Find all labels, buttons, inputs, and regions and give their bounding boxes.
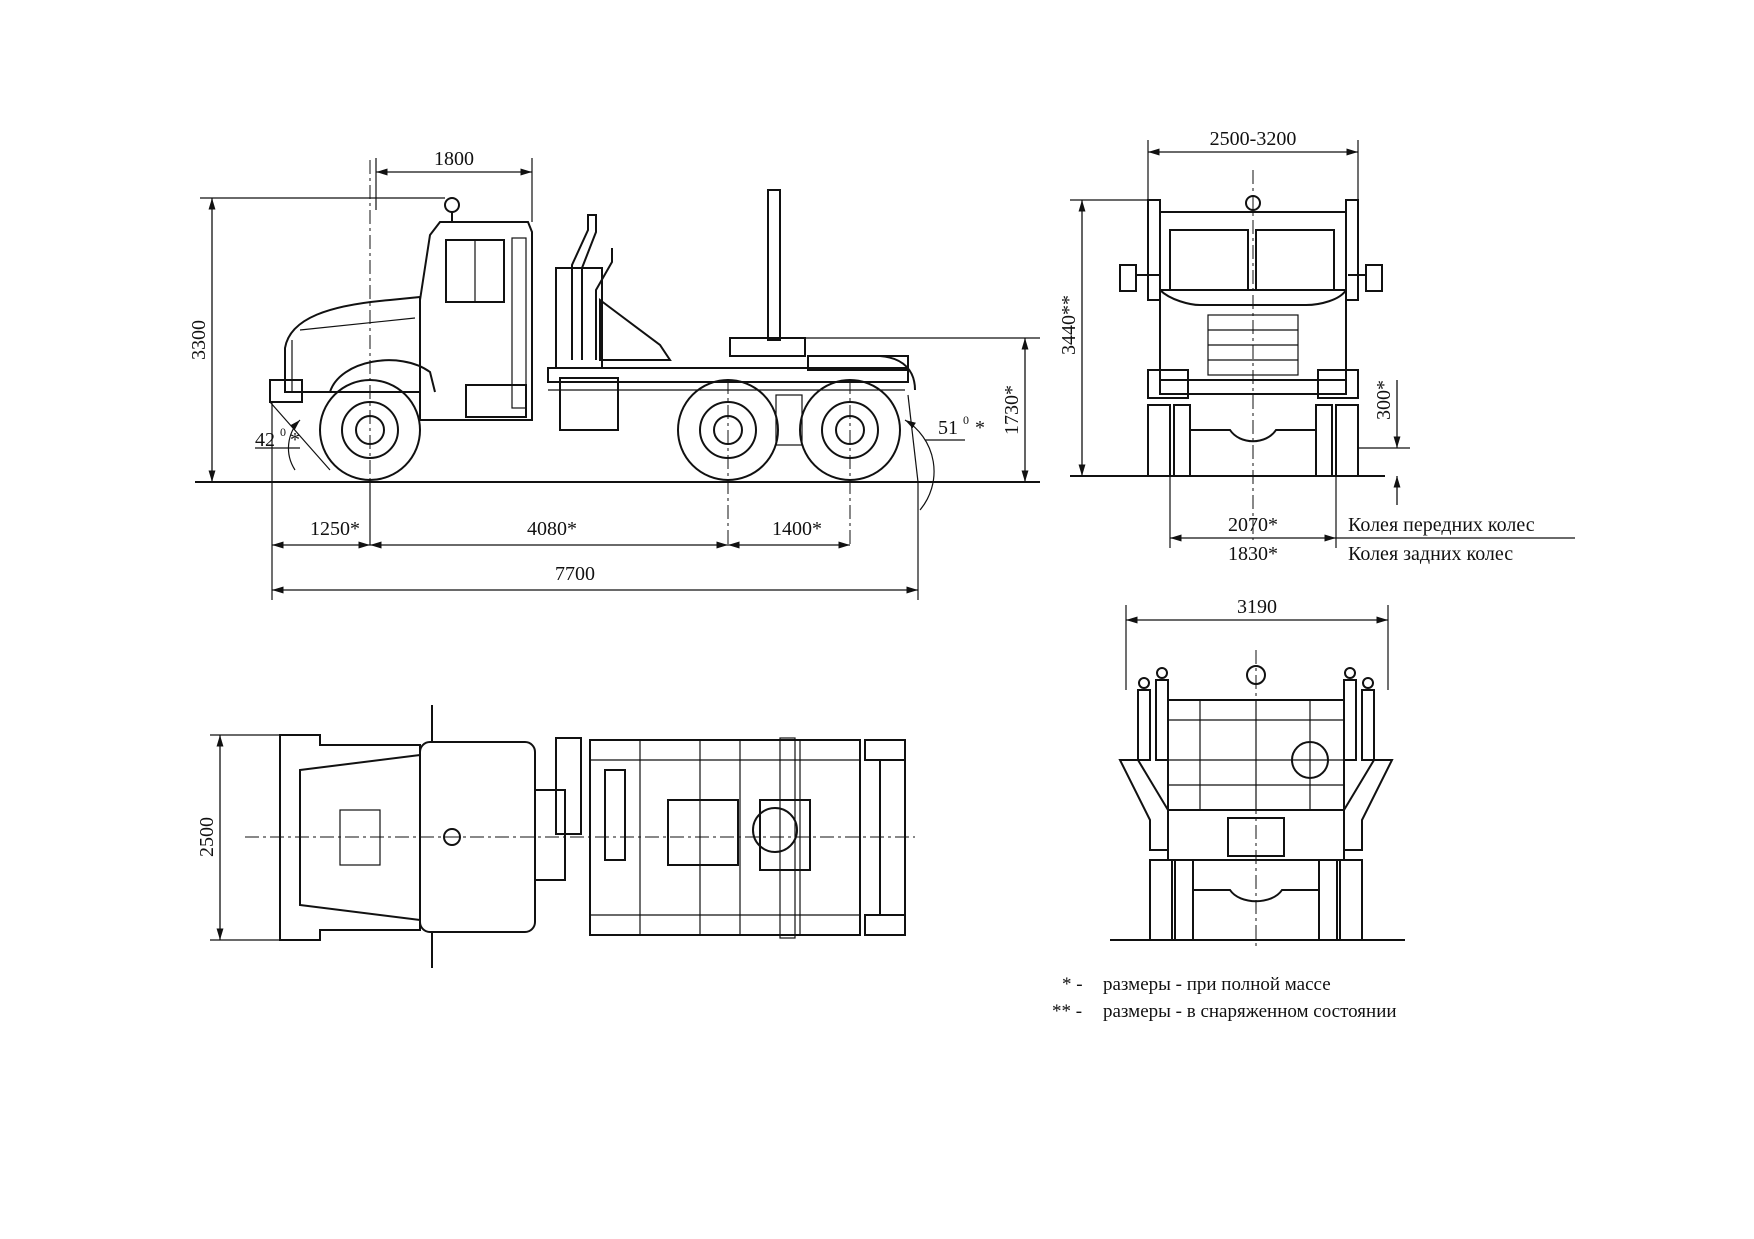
dim-front-height: 3440**: [1058, 295, 1080, 355]
dim-overall-length: 7700: [555, 563, 595, 585]
approach-angle-degree: 0: [280, 425, 286, 439]
dim-rear-track: 1830*: [1228, 543, 1278, 565]
dim-front-overhang: 1250*: [310, 518, 360, 540]
rear-view: 3190: [1110, 596, 1405, 950]
departure-angle-value: 51: [938, 417, 958, 439]
footnote-mark-2: ** -: [1052, 1001, 1082, 1022]
footnote-mark-1: * -: [1062, 974, 1083, 995]
front-view: 2500-3200 3440** 300* 2070* 1830* Колея …: [1058, 128, 1575, 565]
front-track-label: Колея передних колес: [1348, 514, 1535, 536]
dim-ground-clearance: 300*: [1373, 380, 1395, 420]
footnotes: * - размеры - при полной массе ** - разм…: [1052, 974, 1397, 1022]
departure-angle-degree: 0: [963, 413, 969, 427]
top-view: 2500: [196, 705, 915, 968]
approach-angle-value: 42: [255, 429, 275, 451]
footnote-text-1: размеры - при полной массе: [1103, 974, 1331, 995]
footnote-text-2: размеры - в снаряженном состоянии: [1103, 1001, 1397, 1022]
dim-front-track: 2070*: [1228, 514, 1278, 536]
approach-angle-suffix: *: [290, 429, 300, 451]
dim-wheelbase: 4080*: [527, 518, 577, 540]
side-view: 1800 3300 1730* 42 0 * 51 0 * 1250* 4080…: [188, 148, 1040, 600]
dim-cab-length: 1800: [434, 148, 474, 170]
dim-bogie-base: 1400*: [772, 518, 822, 540]
dim-rear-width: 3190: [1237, 596, 1277, 618]
dim-front-width: 2500-3200: [1210, 128, 1297, 150]
dim-fifth-wheel-height: 1730*: [1001, 385, 1023, 435]
departure-angle-suffix: *: [975, 417, 985, 439]
dim-overall-height: 3300: [188, 320, 210, 360]
rear-track-label: Колея задних колес: [1348, 543, 1513, 565]
dim-top-width: 2500: [196, 817, 218, 857]
